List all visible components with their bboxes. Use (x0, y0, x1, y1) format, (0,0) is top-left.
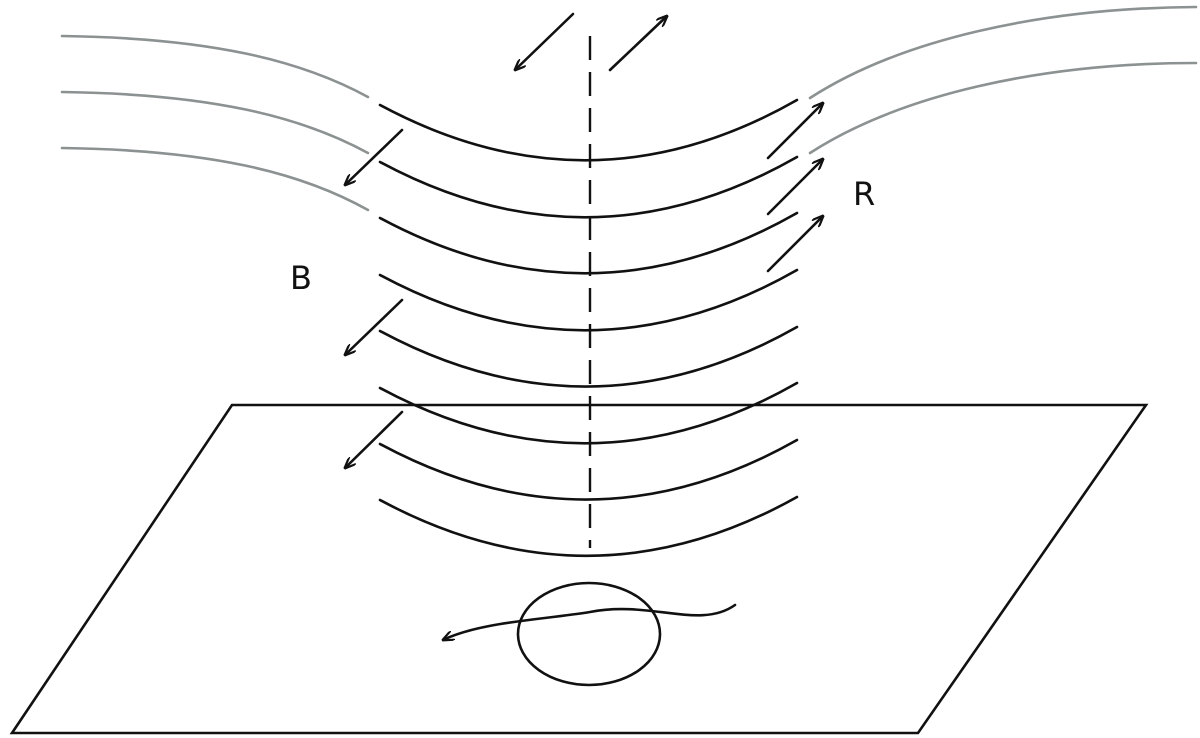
faded-field-lines-right (808, 5, 1198, 155)
arrow-down-left (345, 128, 404, 185)
rotation-arrow (443, 603, 737, 640)
field-line (378, 381, 799, 445)
faded-field-line (808, 61, 1198, 155)
left-arrows (345, 128, 404, 468)
field-line (378, 155, 799, 219)
curved-field-lines (378, 98, 799, 558)
right-arrows (766, 103, 823, 273)
arrow-up-right (766, 159, 823, 216)
faded-field-line (808, 5, 1198, 100)
arrow-down-left (345, 410, 404, 468)
arrow-top-left (515, 12, 575, 70)
faded-field-line (60, 34, 370, 99)
faded-field-lines-left (60, 34, 370, 212)
faded-field-line (60, 146, 370, 212)
label-b: B (290, 259, 312, 297)
field-line (378, 325, 799, 388)
arrow-top-right (608, 16, 667, 72)
arrow-up-right (766, 216, 823, 273)
field-line (378, 438, 799, 501)
field-line (378, 268, 799, 332)
footpoint-ellipse (516, 581, 662, 687)
field-line (378, 211, 799, 275)
field-line (378, 495, 799, 558)
field-line (378, 98, 799, 162)
surface-plane (9, 403, 1149, 735)
arrow-down-left (345, 298, 404, 355)
arrow-up-right (766, 103, 823, 160)
label-r: R (853, 175, 875, 213)
faded-field-line (60, 90, 370, 155)
